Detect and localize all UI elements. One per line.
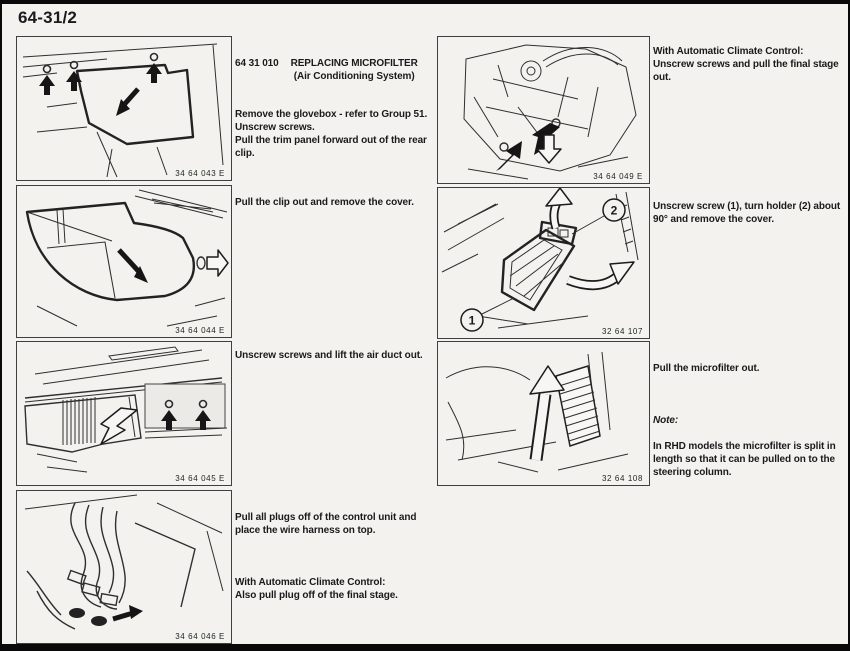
step-7-body: Pull the microfilter out. — [653, 363, 760, 374]
step-4-body: Pull all plugs off of the control unit a… — [235, 512, 417, 536]
pull-out-arrow-icon — [206, 249, 229, 277]
note-label: Note: — [653, 415, 679, 426]
step-4-accessory: With Automatic Climate Control: Also pul… — [235, 577, 398, 601]
figure-holder: 1 2 32 64 107 — [437, 187, 650, 339]
turn-up-arrow-icon — [545, 188, 573, 230]
step-1-heading: 64 31 010 REPLACING MICROFILTER (Air Con… — [235, 57, 450, 83]
air-duct-illustration — [24, 346, 228, 473]
step-4-text: Pull all plugs off of the control unit a… — [235, 498, 450, 615]
pull-stage-arrow-icon — [536, 134, 562, 164]
step-6-text: Unscrew screw (1), turn holder (2) about… — [653, 201, 841, 225]
wiring-illustration — [24, 494, 224, 630]
pull-arrow-icon — [116, 87, 140, 116]
note-body: In RHD models the microfilter is split i… — [653, 441, 836, 478]
repair-code: 64 31 010 — [235, 58, 279, 69]
step-7-text: Pull the microfilter out. Note: In RHD m… — [653, 349, 848, 492]
step-2-text: Pull the clip out and remove the cover. — [235, 197, 414, 208]
cover-illustration — [25, 189, 229, 327]
figure-caption: 34 64 044 E — [174, 326, 226, 335]
figure-trim-panel: 34 64 043 E — [16, 36, 232, 181]
figure-control-unit: 34 64 046 E — [16, 490, 232, 644]
figure-final-stage: 34 64 049 E — [437, 36, 650, 184]
holder-illustration: 1 2 — [441, 188, 639, 332]
screw-arrow-icon — [38, 64, 56, 96]
figure-caption: 34 64 045 E — [174, 474, 226, 483]
callout-2: 2 — [611, 204, 618, 218]
trim-panel-illustration — [22, 43, 224, 178]
step-1-text: 64 31 010 REPLACING MICROFILTER (Air Con… — [235, 44, 450, 173]
callout-1: 1 — [469, 314, 476, 328]
push-arrow-icon — [117, 248, 148, 283]
microfilter-illustration — [445, 351, 629, 473]
step-1-subtitle: (Air Conditioning System) — [293, 71, 415, 82]
step-5-text: With Automatic Climate Control: Unscrew … — [653, 46, 839, 83]
step-3-text: Unscrew screws and lift the air duct out… — [235, 350, 423, 361]
step-1-title: REPLACING MICROFILTER — [290, 58, 418, 69]
figure-caption: 34 64 049 E — [592, 172, 644, 181]
step-1-body: Remove the glovebox - refer to Group 51.… — [235, 109, 428, 159]
unplug-arrow-icon — [112, 605, 143, 622]
figure-air-duct: 34 64 045 E — [16, 341, 232, 486]
pull-filter-arrow-icon — [529, 365, 565, 461]
screw-arrow-icon — [145, 52, 163, 84]
figure-microfilter: 32 64 108 — [437, 341, 650, 486]
screw-arrow-icon — [496, 141, 522, 171]
figure-caption: 32 64 107 — [601, 327, 644, 336]
figure-caption: 32 64 108 — [601, 474, 644, 483]
final-stage-illustration — [463, 44, 637, 180]
turn-right-arrow-icon — [566, 261, 635, 291]
page-number: 64-31/2 — [18, 8, 78, 27]
figure-caption: 34 64 046 E — [174, 632, 226, 641]
figure-caption: 34 64 043 E — [174, 169, 226, 178]
pull-duct-arrow-icon — [100, 407, 138, 445]
figure-cover: 34 64 044 E — [16, 185, 232, 338]
